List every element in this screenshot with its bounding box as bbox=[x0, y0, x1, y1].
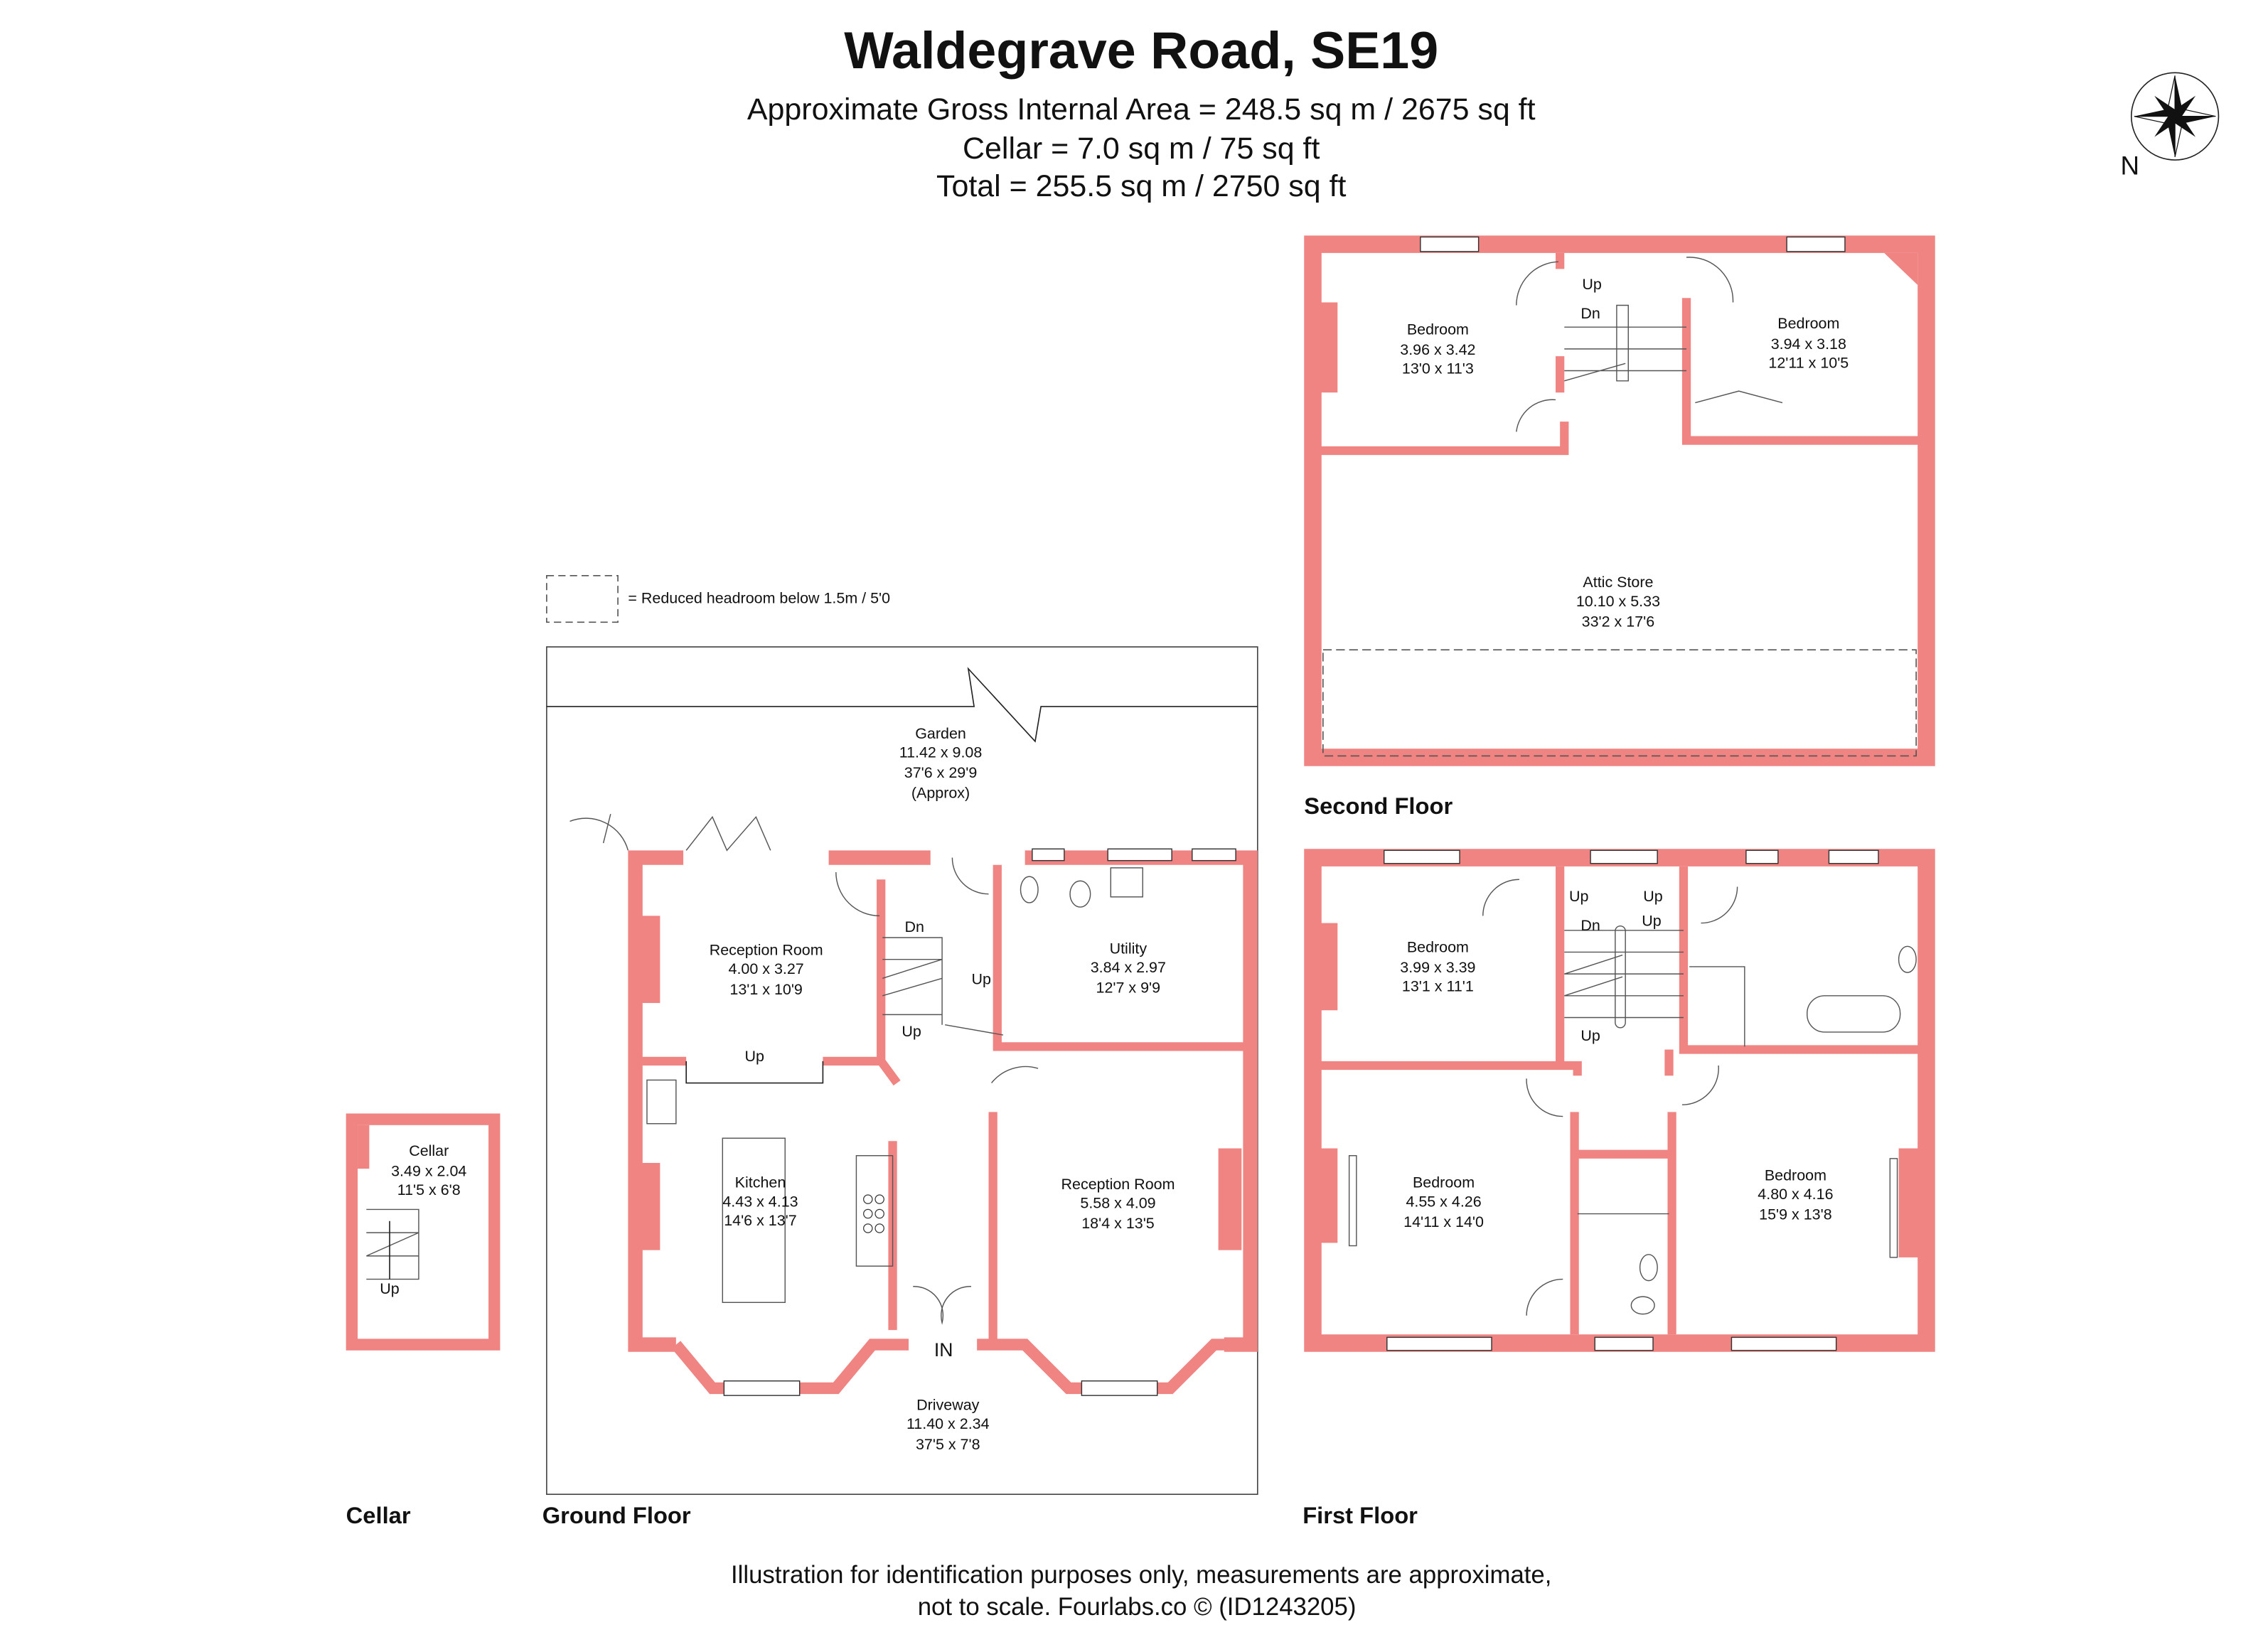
second-bedroom-1-name: Bedroom bbox=[1407, 321, 1469, 338]
stair-up-label: Up bbox=[1582, 276, 1602, 293]
kitchen-metric: 4.43 x 4.13 bbox=[722, 1193, 798, 1210]
first-bedroom-2-metric: 4.55 x 4.26 bbox=[1406, 1193, 1481, 1210]
attic-store-metric: 10.10 x 5.33 bbox=[1576, 593, 1660, 610]
cellar-floor-label: Cellar bbox=[346, 1502, 411, 1528]
compass-icon bbox=[2130, 72, 2220, 161]
page-title: Waldegrave Road, SE19 bbox=[844, 21, 1438, 80]
first-bedroom-2-name: Bedroom bbox=[1413, 1174, 1475, 1191]
reception-room-1-metric: 4.00 x 3.27 bbox=[729, 960, 804, 977]
stair-up-label: Up bbox=[972, 970, 992, 987]
attic-store-imperial: 33'2 x 17'6 bbox=[1582, 613, 1655, 630]
garden-note: (Approx) bbox=[911, 785, 970, 802]
second-floor-plan: Bedroom 3.96 x 3.42 13'0 x 11'3 Bedroom … bbox=[1304, 235, 1935, 766]
stair-up-label: Up bbox=[1580, 1027, 1600, 1044]
disclaimer-line-2: not to scale. Fourlabs.co © (ID1243205) bbox=[918, 1594, 1357, 1621]
cellar-area-text: Cellar = 7.0 sq m / 75 sq ft bbox=[963, 132, 1320, 166]
first-bedroom-3-imperial: 15'9 x 13'8 bbox=[1759, 1206, 1832, 1223]
second-bedroom-2-imperial: 12'11 x 10'5 bbox=[1768, 354, 1849, 371]
driveway-imperial: 37'5 x 7'8 bbox=[916, 1436, 980, 1453]
second-floor-label: Second Floor bbox=[1304, 793, 1453, 819]
reduced-headroom-swatch bbox=[546, 575, 619, 623]
stair-up-label: Up bbox=[1643, 888, 1663, 905]
disclaimer-line-1: Illustration for identification purposes… bbox=[731, 1562, 1551, 1589]
gross-area-text: Approximate Gross Internal Area = 248.5 … bbox=[747, 92, 1536, 127]
first-floor-label: First Floor bbox=[1303, 1502, 1418, 1528]
second-bedroom-2-name: Bedroom bbox=[1777, 315, 1839, 332]
cellar-plan: Cellar 3.49 x 2.04 11'5 x 6'8 Up bbox=[346, 1113, 501, 1351]
kitchen-imperial: 14'6 x 13'7 bbox=[724, 1212, 797, 1229]
stair-up-label: Up bbox=[902, 1023, 921, 1040]
ground-floor-label: Ground Floor bbox=[542, 1502, 691, 1528]
utility-imperial: 12'7 x 9'9 bbox=[1096, 980, 1161, 997]
stair-dn-label: Dn bbox=[904, 918, 924, 935]
cellar-stair-label: Up bbox=[380, 1280, 400, 1297]
reception-room-1-imperial: 13'1 x 10'9 bbox=[729, 981, 803, 998]
ground-floor-plan: Garden 11.42 x 9.08 37'6 x 29'9 (Approx)… bbox=[546, 646, 1258, 1496]
first-bedroom-1-name: Bedroom bbox=[1407, 938, 1469, 955]
first-bedroom-2-imperial: 14'11 x 14'0 bbox=[1403, 1213, 1484, 1230]
reception-room-2-name: Reception Room bbox=[1061, 1176, 1175, 1193]
driveway-metric: 11.40 x 2.34 bbox=[906, 1415, 990, 1432]
cellar-room-metric: 3.49 x 2.04 bbox=[391, 1162, 466, 1179]
stair-dn-label: Dn bbox=[1580, 305, 1600, 322]
second-bedroom-2-metric: 3.94 x 3.18 bbox=[1771, 336, 1846, 353]
first-bedroom-3-name: Bedroom bbox=[1765, 1167, 1826, 1184]
first-floor-plan: Bedroom 3.99 x 3.39 13'1 x 11'1 Bedroom … bbox=[1304, 849, 1935, 1352]
total-area-text: Total = 255.5 sq m / 2750 sq ft bbox=[936, 169, 1346, 203]
garden-name: Garden bbox=[915, 725, 966, 742]
compass-north-label: N bbox=[2120, 151, 2139, 180]
entrance-label: IN bbox=[934, 1339, 953, 1361]
stair-dn-label: Dn bbox=[1580, 917, 1600, 934]
first-bedroom-3-metric: 4.80 x 4.16 bbox=[1758, 1186, 1833, 1203]
legend-text: = Reduced headroom below 1.5m / 5'0 bbox=[628, 590, 890, 607]
attic-store-name: Attic Store bbox=[1583, 574, 1653, 591]
reception-room-1-name: Reception Room bbox=[710, 942, 823, 959]
stair-up-label: Up bbox=[745, 1048, 765, 1065]
reception-room-2-metric: 5.58 x 4.09 bbox=[1080, 1194, 1155, 1211]
first-bedroom-1-imperial: 13'1 x 11'1 bbox=[1402, 978, 1474, 995]
utility-name: Utility bbox=[1110, 940, 1148, 957]
reception-room-2-imperial: 18'4 x 13'5 bbox=[1081, 1215, 1155, 1232]
second-bedroom-1-metric: 3.96 x 3.42 bbox=[1400, 341, 1475, 358]
utility-metric: 3.84 x 2.97 bbox=[1091, 959, 1166, 976]
second-bedroom-1-imperial: 13'0 x 11'3 bbox=[1402, 360, 1474, 377]
garden-metric: 11.42 x 9.08 bbox=[899, 744, 983, 761]
kitchen-name: Kitchen bbox=[735, 1174, 786, 1191]
cellar-room-imperial: 11'5 x 6'8 bbox=[397, 1181, 461, 1198]
stair-up-label: Up bbox=[1642, 913, 1662, 930]
garden-imperial: 37'6 x 29'9 bbox=[904, 764, 978, 781]
driveway-name: Driveway bbox=[916, 1397, 980, 1414]
first-bedroom-1-metric: 3.99 x 3.39 bbox=[1400, 959, 1475, 976]
stair-up-label: Up bbox=[1569, 888, 1589, 905]
cellar-room-name: Cellar bbox=[409, 1142, 449, 1159]
